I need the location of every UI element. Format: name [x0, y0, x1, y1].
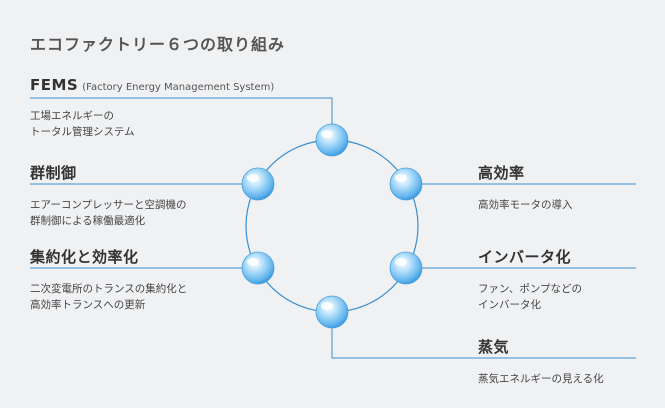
item-high-efficiency: 高効率 高効率モータの導入	[478, 162, 573, 214]
item-steam: 蒸気 蒸気エネルギーの見える化	[478, 336, 604, 388]
bubble-node-jou	[315, 295, 349, 329]
item-consolidation: 集約化と効率化 二次変電所のトランスの集約化と高効率トランスへの更新	[30, 246, 187, 313]
item-desc-consolidation: 二次変電所のトランスの集約化と高効率トランスへの更新	[30, 283, 188, 311]
item-title-inverter: インバータ化	[478, 248, 572, 266]
bubble-node-inv	[389, 251, 423, 285]
item-desc-steam: 蒸気エネルギーの見える化	[478, 373, 604, 385]
item-desc-group-control: エアーコンプレッサーと空調機の群制御による稼働最適化	[30, 199, 187, 227]
item-fems: FEMS(Factory Energy Management System) 工…	[30, 76, 274, 140]
item-inverter: インバータ化 ファン、ポンプなどのインバータ化	[478, 246, 582, 313]
item-desc-fems: 工場エネルギーのトータル管理システム	[30, 110, 135, 138]
bubble-node-fems	[315, 123, 349, 157]
item-title-fems: FEMS(Factory Energy Management System)	[30, 76, 275, 94]
item-title-steam: 蒸気	[478, 338, 510, 356]
item-group-control: 群制御 エアーコンプレッサーと空調機の群制御による稼働最適化	[30, 162, 187, 229]
item-title-consolidation: 集約化と効率化	[30, 248, 139, 266]
item-desc-high-efficiency: 高効率モータの導入	[478, 199, 573, 211]
item-title-group-control: 群制御	[30, 164, 77, 182]
item-subtitle-fems: (Factory Energy Management System)	[82, 82, 275, 93]
item-desc-inverter: ファン、ポンプなどのインバータ化	[478, 283, 583, 311]
bubble-node-gun	[241, 167, 275, 201]
cycle-ring	[245, 139, 419, 313]
item-title-high-efficiency: 高効率	[478, 164, 525, 182]
bubble-node-kou	[389, 167, 423, 201]
bubble-node-shu	[241, 251, 275, 285]
page-title: エコファクトリー６つの取り組み	[30, 35, 286, 54]
